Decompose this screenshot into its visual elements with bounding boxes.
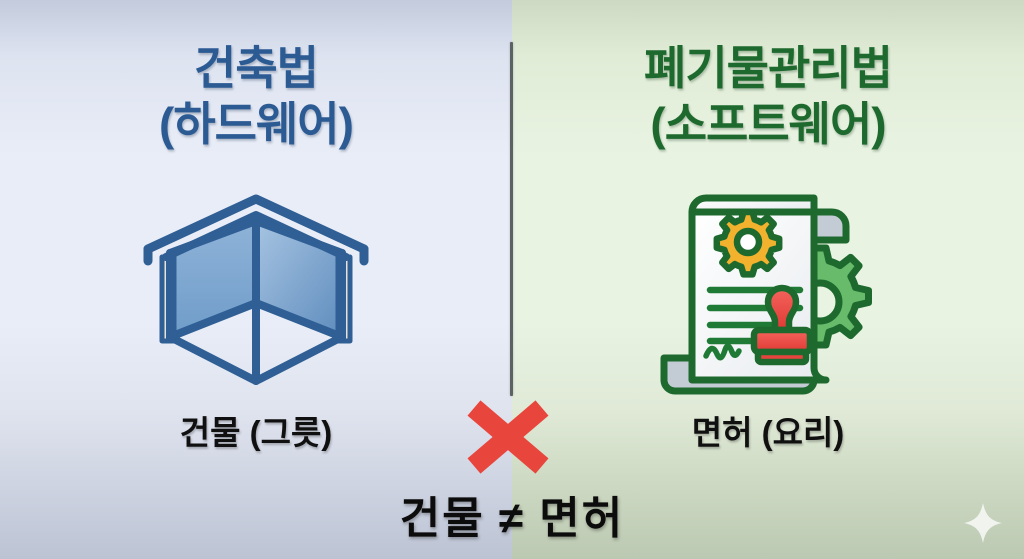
vertical-divider — [510, 42, 513, 396]
right-panel-title: 폐기물관리법(소프트웨어) — [512, 40, 1024, 152]
left-panel-caption: 건물 (그릇) — [179, 414, 333, 451]
right-title-line1: 폐기물관리법 — [644, 42, 893, 94]
left-title-line2: (하드웨어) — [159, 98, 354, 150]
red-x-mark — [462, 398, 554, 476]
left-panel-title: 건축법(하드웨어) — [0, 40, 512, 152]
right-panel-caption: 면허 (요리) — [691, 414, 845, 451]
signature-icon — [703, 343, 742, 361]
left-title-line1: 건축법 — [194, 42, 319, 94]
red-stamp-icon — [750, 284, 814, 366]
right-title-line2: (소프트웨어) — [650, 98, 886, 150]
yellow-gear-icon — [713, 208, 783, 278]
building-isometric-icon — [143, 194, 369, 385]
right-icon-slot — [512, 188, 1024, 400]
bottom-equation: 건물 ≠ 면허 — [399, 494, 625, 543]
license-document-gear-icon — [660, 194, 872, 395]
sparkle-icon — [962, 501, 1004, 545]
left-icon-slot — [0, 188, 512, 400]
